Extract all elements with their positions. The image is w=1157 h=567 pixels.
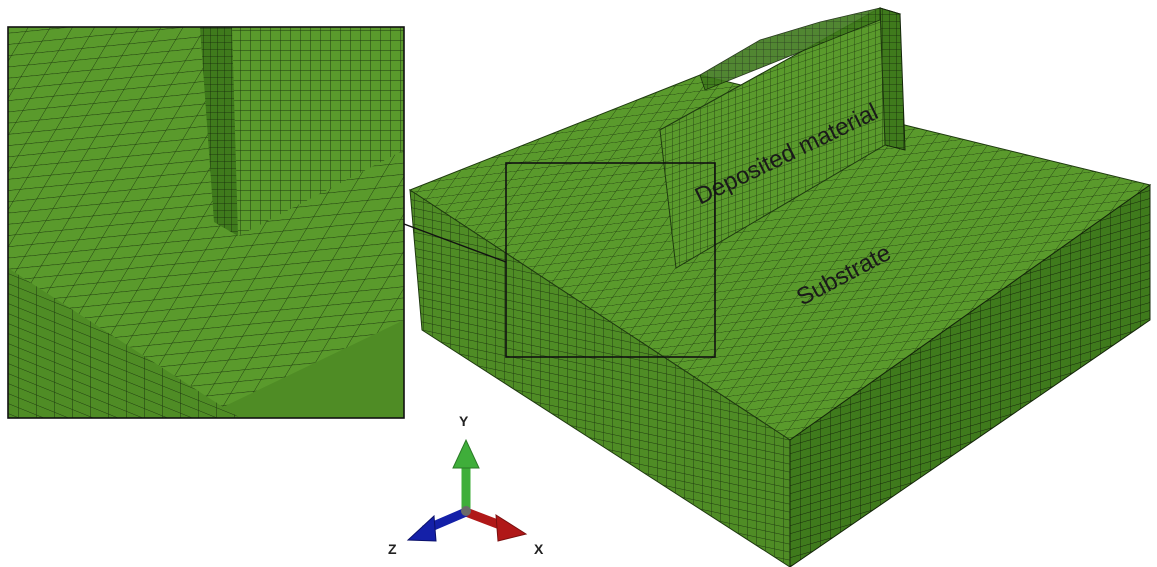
coordinate-triad-icon: Y X Z (388, 413, 544, 557)
zoom-region-box (505, 162, 716, 358)
z-axis-label: Z (388, 541, 397, 557)
substrate-right-face (789, 184, 1151, 567)
zoom-front-face (8, 268, 240, 418)
x-axis-arrowhead (495, 514, 528, 542)
zoom-inset-frame (7, 26, 405, 419)
deposited-wall (658, 7, 906, 269)
zoom-wall-edge (200, 27, 238, 236)
zoom-inset (8, 27, 404, 418)
substrate-block (408, 74, 1152, 567)
deposited-wall-back (699, 7, 881, 91)
z-axis-arrowhead (406, 514, 437, 542)
x-axis-label: X (534, 541, 544, 557)
y-axis-arrowhead (452, 438, 480, 469)
zoom-connector-line (403, 223, 507, 263)
y-axis-label: Y (459, 413, 469, 429)
zoom-wall-face (232, 27, 404, 236)
